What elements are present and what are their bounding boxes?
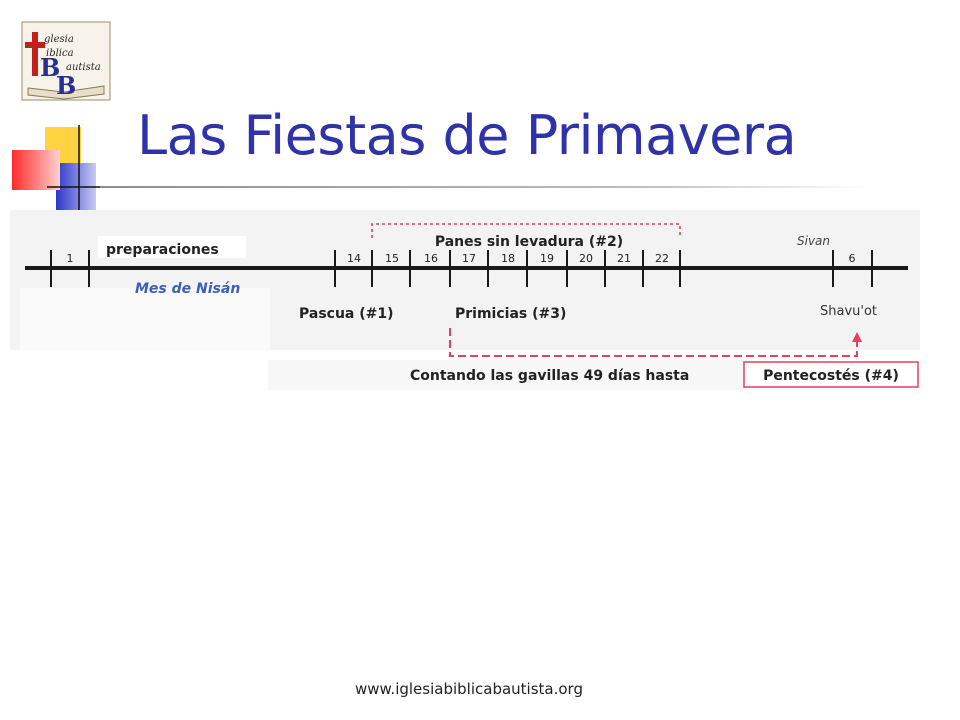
title-underline — [100, 186, 870, 188]
day-number: 1 — [67, 252, 74, 265]
church-logo: glesia iblica autista B B — [20, 20, 112, 102]
day-number: 17 — [462, 252, 476, 265]
feast-timeline: 1 14 15 16 17 18 19 20 21 22 6 preparaci… — [0, 205, 960, 405]
day-number: 18 — [501, 252, 515, 265]
day-number: 14 — [347, 252, 361, 265]
footer-url: www.iglesiabiblicabautista.org — [355, 680, 583, 698]
day-number: 22 — [655, 252, 669, 265]
unleavened-bracket — [371, 223, 681, 238]
day-number: 19 — [540, 252, 554, 265]
pentecost-label: Pentecostés (#4) — [763, 368, 899, 384]
counting-bracket — [449, 328, 858, 357]
pentecost-box — [743, 361, 919, 388]
decorative-squares — [10, 125, 140, 215]
timeline-ticks — [50, 250, 873, 287]
next-month-label: Sivan — [797, 234, 830, 248]
feast-unleavened-label: Panes sin levadura (#2) — [435, 234, 623, 250]
logo-initial-top: B — [40, 53, 60, 82]
feast-passover-label: Pascua (#1) — [299, 306, 394, 322]
counting-label-bg — [268, 360, 748, 390]
day-number: 15 — [385, 252, 399, 265]
counting-label: Contando las gavillas 49 días hasta — [410, 368, 689, 384]
day-number: 16 — [424, 252, 438, 265]
preparation-label-bg — [98, 236, 246, 258]
feast-firstfruits-label: Primicias (#3) — [455, 306, 566, 322]
timeline-background-inner — [20, 288, 270, 350]
logo-initial-bottom: B — [56, 71, 76, 100]
logo-text-line3: autista — [66, 62, 101, 73]
day-number: 21 — [617, 252, 631, 265]
day-number: 6 — [849, 252, 856, 265]
logo-text-line2: iblica — [46, 48, 74, 59]
shavuot-label: Shavu'ot — [820, 304, 877, 319]
logo-text-line1: glesia — [44, 34, 74, 45]
day-number: 20 — [579, 252, 593, 265]
counting-arrow — [852, 332, 862, 342]
month-label: Mes de Nisán — [135, 281, 240, 297]
slide-title: Las Fiestas de Primavera — [137, 104, 797, 167]
preparation-label: preparaciones — [106, 242, 219, 258]
